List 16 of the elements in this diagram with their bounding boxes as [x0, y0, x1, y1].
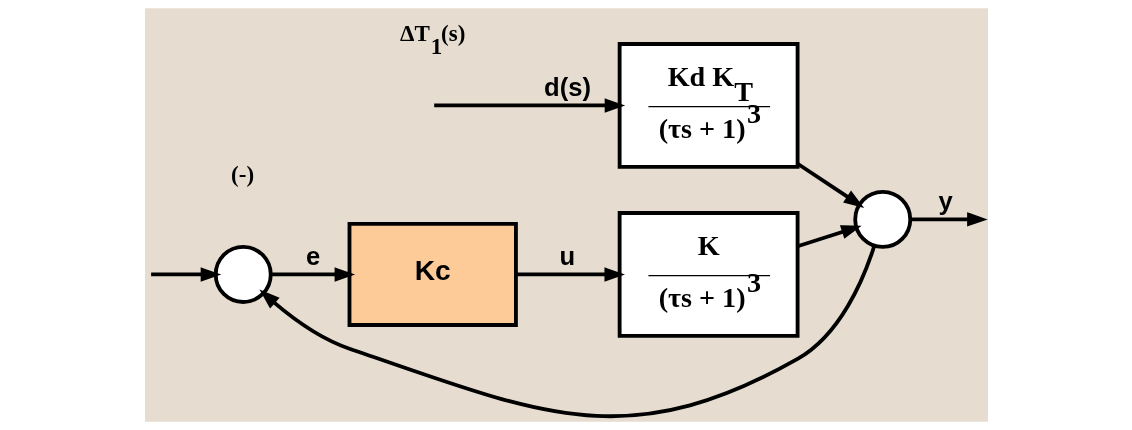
- arrow: [796, 162, 864, 208]
- arrow: [515, 267, 625, 282]
- arrow: [433, 98, 625, 113]
- arrow: [258, 245, 876, 419]
- node-box: Kc: [347, 221, 518, 327]
- arrow: [270, 267, 355, 282]
- edge-label: d(s): [543, 73, 591, 102]
- node-circle: [213, 245, 273, 304]
- edge-label: y: [937, 187, 953, 216]
- arrow: [796, 225, 862, 249]
- edge-label: e: [305, 242, 320, 271]
- edge-label: u: [558, 242, 575, 271]
- node-circle: [852, 189, 912, 249]
- arrow: [909, 212, 988, 227]
- label: (-): [230, 160, 254, 187]
- arrow: [150, 267, 221, 282]
